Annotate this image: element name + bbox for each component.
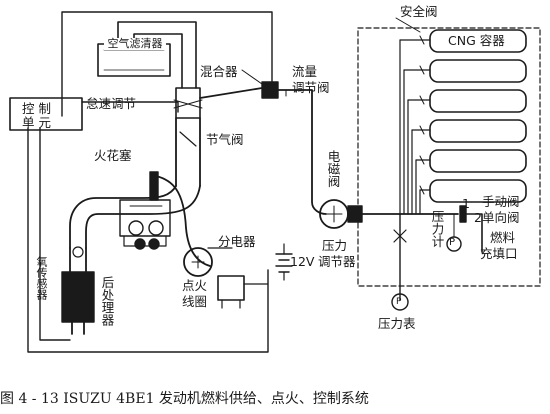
label-pressure-gauge: 压力计: [429, 210, 445, 248]
label-fuel-filler-2: 充填口: [480, 246, 518, 261]
cng-enclosure: [357, 27, 541, 287]
intake-duct: [117, 21, 197, 89]
label-flow-valve-2: 调节阀: [292, 80, 330, 95]
label-12v: 12V: [290, 254, 315, 269]
cng-tank-5: [429, 149, 527, 173]
flow-valve: [261, 81, 279, 99]
label-air-filter: 空气滤清器: [104, 38, 166, 50]
mixer-body: [175, 87, 201, 119]
ignition-coil: [217, 275, 245, 301]
label-idle-speed: 怠速调节: [86, 96, 137, 111]
label-pressure-meter: 压力表: [378, 316, 416, 331]
label-mixer: 混合器: [200, 64, 238, 79]
pressure-meter: [391, 293, 409, 311]
label-cng-tank: CNG 容器: [448, 33, 505, 48]
label-pressure-meter-symbol: P: [396, 297, 402, 307]
cng-tank-1: [429, 29, 527, 53]
gas-line-top: [199, 87, 263, 99]
label-check-valve: 单向阀: [482, 210, 520, 225]
label-solenoid-valve: 电磁阀: [325, 150, 341, 188]
aftertreatment-box: [61, 271, 95, 323]
label-safety-valve: 安全阀: [400, 4, 438, 19]
throttle-body: [175, 117, 201, 187]
label-oxygen-sensor: 氧传感器: [35, 256, 48, 300]
label-num-1: 1: [462, 196, 470, 211]
label-manual-valve: 手动阀: [482, 194, 520, 209]
cng-tank-4: [429, 119, 527, 143]
cng-tank-3: [429, 89, 527, 113]
tank-manifold: [399, 39, 421, 215]
distributor: [183, 247, 213, 277]
exhaust-pipe: [69, 247, 87, 273]
label-flow-valve-1: 流量: [292, 64, 318, 79]
control-wire-top: [61, 11, 273, 117]
cng-tank-2: [429, 59, 527, 83]
cng-tank-6: [429, 179, 527, 203]
label-num-2: 2: [474, 210, 482, 225]
label-throttle: 节气阀: [206, 132, 244, 147]
spark-plug-body: [149, 171, 159, 201]
label-distributor: 分电器: [218, 234, 256, 249]
figure-caption: 图 4 - 13 ISUZU 4BE1 发动机燃料供给、点火、控制系统: [0, 391, 369, 407]
label-pressure-reg-2: 调节器: [318, 254, 356, 269]
label-ignition-coil-1: 点火: [182, 278, 208, 293]
label-control-unit-1: 控 制: [22, 101, 51, 116]
label-fuel-filler-1: 燃料: [490, 230, 516, 245]
label-pressure-reg-1: 压力: [322, 238, 348, 253]
control-wire-left: [27, 127, 269, 353]
label-spark-plug: 火花塞: [94, 148, 132, 163]
control-wire-left2: [39, 127, 71, 341]
intake-manifold: [69, 185, 177, 249]
label-ignition-coil-2: 线圈: [182, 294, 208, 309]
manual-valve: [459, 205, 467, 223]
label-gauge-symbol: P: [449, 237, 456, 248]
ht-lead: [155, 175, 211, 267]
gas-line-right: [277, 89, 327, 215]
control-unit-box: [9, 97, 83, 131]
label-aftertreatment: 后处理器: [99, 276, 115, 326]
label-control-unit-2: 单 元: [22, 115, 51, 130]
control-wire-right: [81, 101, 179, 113]
filler-line: [465, 213, 483, 253]
